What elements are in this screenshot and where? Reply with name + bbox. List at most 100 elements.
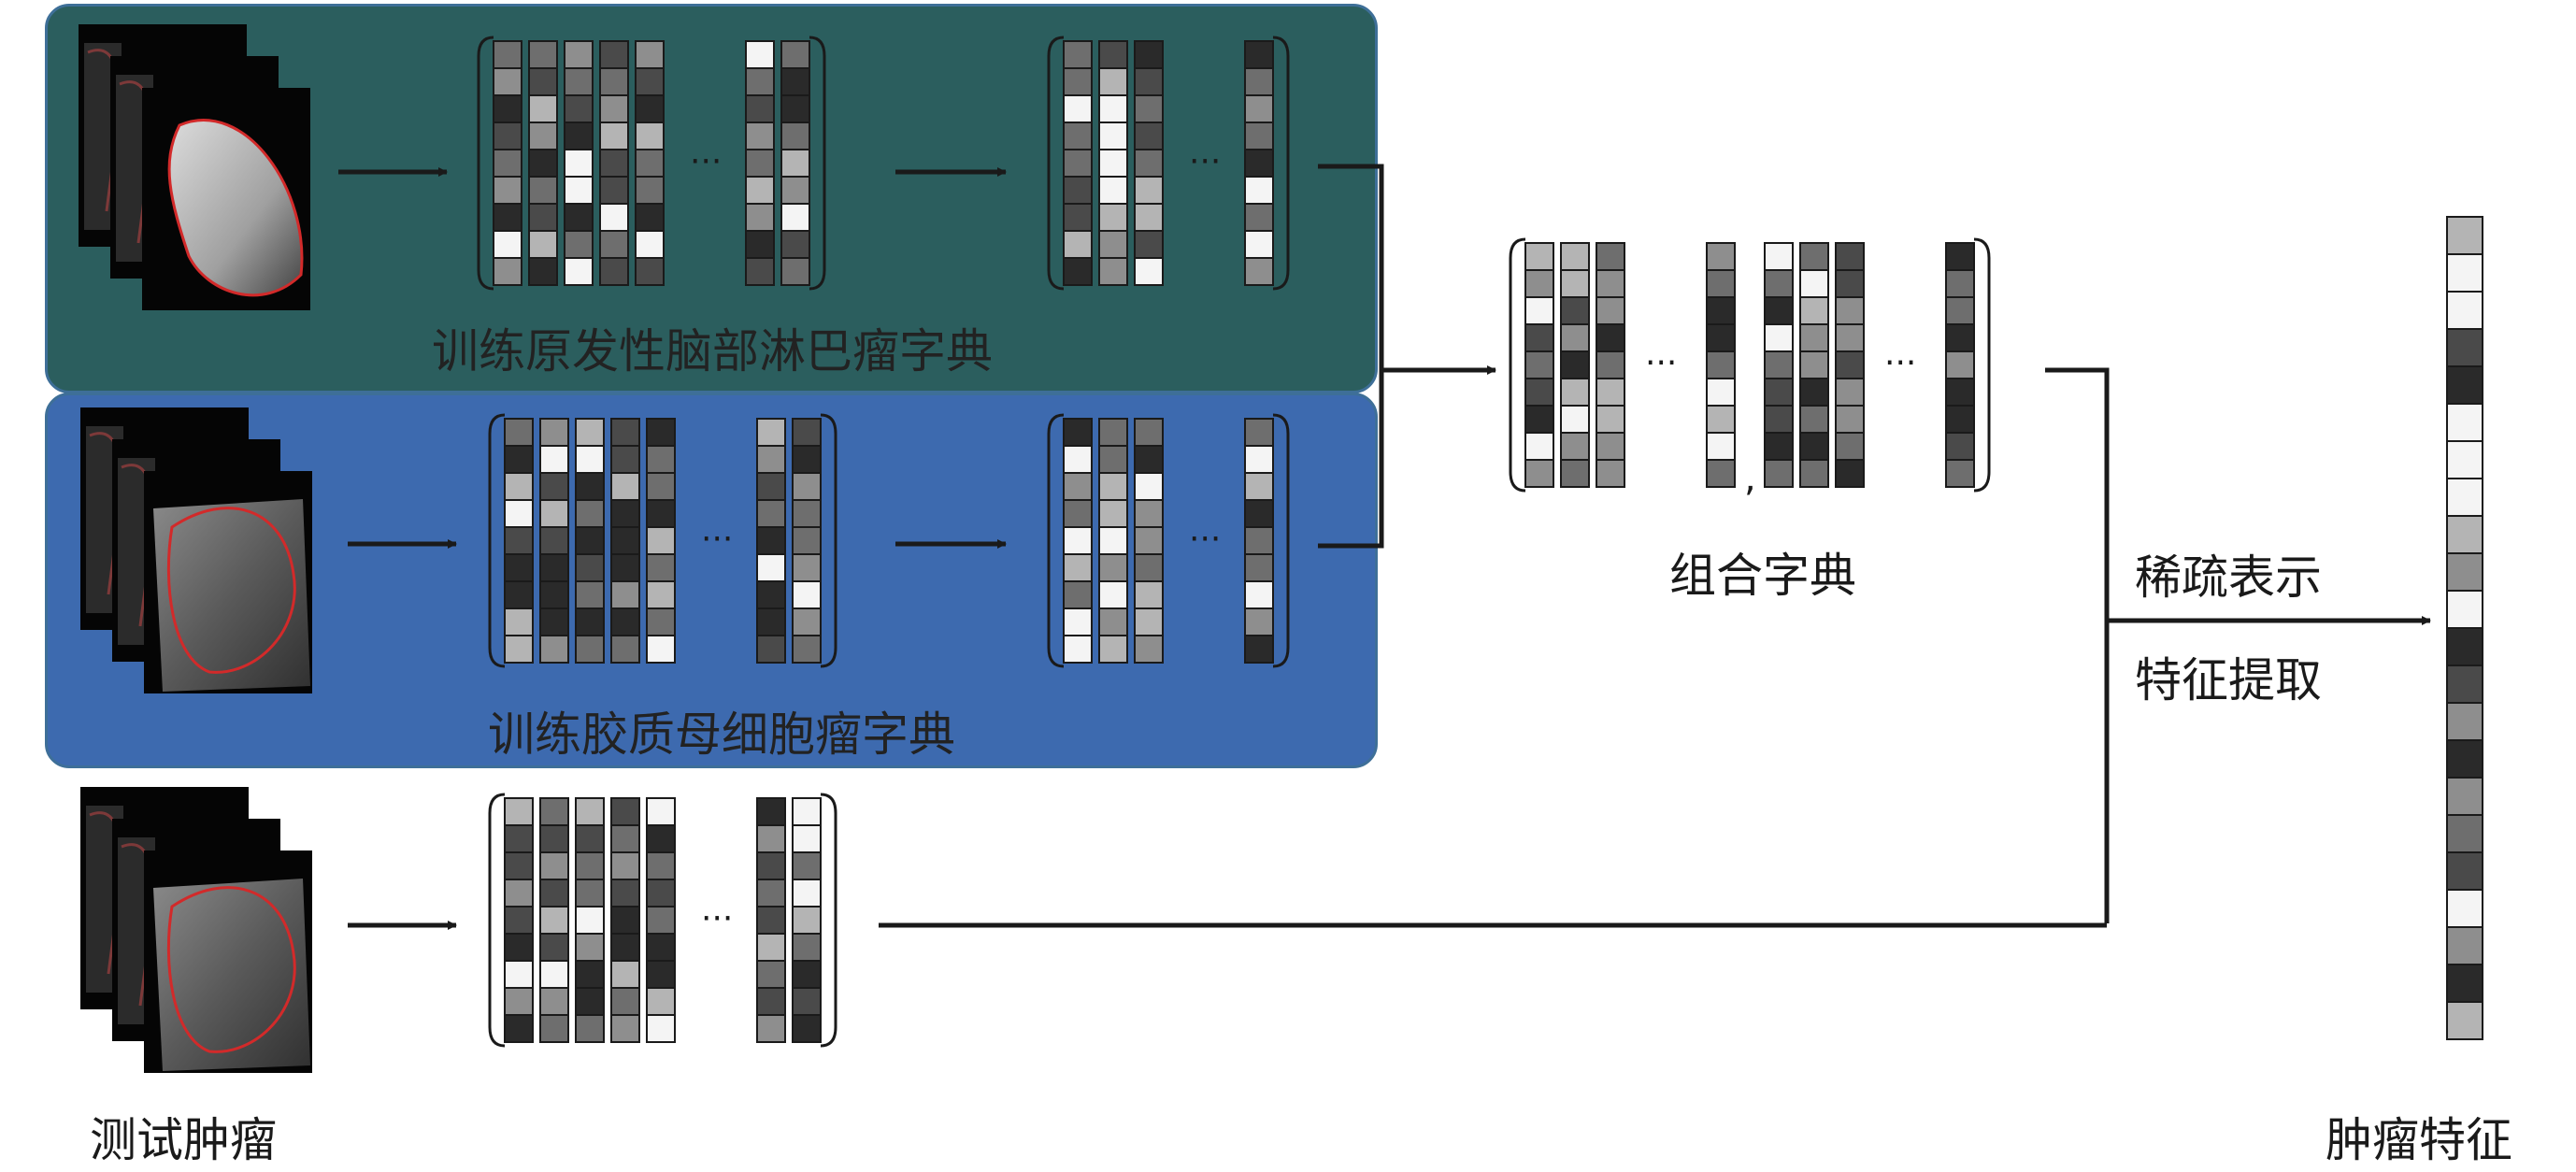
glioblastoma-dictionary-label: 训练胶质母细胞瘤字典 [488,707,955,762]
ellipsis: ··· [701,521,733,559]
vector-column [792,418,822,664]
vector-cell [745,257,775,286]
vector-cell [1706,296,1736,325]
vector-cell [610,607,640,636]
vector-cell [792,472,822,501]
vector-cell [564,230,594,259]
vector-cell [792,933,822,962]
vector-cell [1945,242,1975,271]
vector-cell [1098,203,1128,232]
vector-cell [756,526,786,555]
vector-cell [756,418,786,447]
vector-cell [1524,269,1554,298]
vector-cell [504,526,534,555]
vector-cell [1244,607,1274,636]
vector-cell [504,418,534,447]
vector-cell [792,797,822,826]
dictionary-matrices: ··················,··· [477,36,2483,1048]
connector-lines [338,164,2431,930]
vector-cell [539,906,569,935]
vector-column [756,418,786,664]
vector-cell [780,230,810,259]
vector-cell [635,203,665,232]
vector-cell [504,445,534,474]
vector-cell [575,445,605,474]
vector-cell [1134,94,1164,123]
vector-cell [504,797,534,826]
vector-cell [539,933,569,962]
vector-cell [792,499,822,528]
vector-cell [1596,405,1625,434]
vector-cell [1560,405,1590,434]
vector-cell [1524,459,1554,488]
vector-cell [756,472,786,501]
vector-cell [1706,432,1736,461]
vector-cell [599,203,629,232]
vector-cell [1764,296,1794,325]
right-bracket [1272,36,1290,291]
vector-cell [1799,459,1829,488]
vector-cell [1063,94,1093,123]
vector-cell [1134,230,1164,259]
vector-cell [528,149,558,178]
vector-cell [1063,445,1093,474]
vector-column [528,40,558,286]
vector-cell [756,987,786,1016]
vector-cell [1134,40,1164,69]
vector-cell [2446,253,2483,293]
vector-cell [1063,67,1093,96]
vector-cell [1835,242,1865,271]
vector-cell [493,40,522,69]
vector-column [539,418,569,664]
vector-cell [564,257,594,286]
vector-cell [539,1014,569,1043]
vector-cell [575,553,605,582]
vector-cell [504,987,534,1016]
vector-cell [1524,350,1554,379]
tumor-outline [166,507,296,674]
vector-cell [539,607,569,636]
vector-cell [2446,851,2483,891]
vector-cell [599,257,629,286]
vector-cell [1098,176,1128,205]
vector-cell [575,526,605,555]
vector-cell [792,1014,822,1043]
vector-cell [745,121,775,150]
vector-cell [564,67,594,96]
vector-cell [539,797,569,826]
vector-cell [1764,323,1794,352]
vector-cell [1244,257,1274,286]
vector-cell [780,176,810,205]
vector-cell [1134,176,1164,205]
vector-cell [2446,964,2483,1003]
vector-cell [2446,478,2483,517]
vector-cell [1063,203,1093,232]
vector-cell [2446,365,2483,405]
vector-cell [1706,323,1736,352]
sparse-representation-label: 稀疏表示 [2135,550,2322,605]
vector-cell [792,635,822,664]
vector-cell [1764,378,1794,407]
vector-column [610,418,640,664]
vector-cell [610,879,640,908]
vector-cell [493,176,522,205]
vector-cell [575,906,605,935]
vector-cell [575,607,605,636]
vector-column [2446,216,2483,1040]
left-bracket [477,36,494,291]
pcnsl-dictionary-label: 训练原发性脑部淋巴瘤字典 [432,324,993,379]
vector-cell [1835,378,1865,407]
left-bracket [488,793,506,1048]
vector-column [1945,242,1975,488]
vector-cell [539,445,569,474]
vector-cell [2446,777,2483,816]
vector-cell [599,149,629,178]
vector-cell [1134,203,1164,232]
vector-column [1098,40,1128,286]
vector-cell [646,1014,676,1043]
ellipsis: ··· [690,143,722,181]
vector-cell [610,797,640,826]
vector-cell [2446,627,2483,666]
vector-cell [599,230,629,259]
vector-cell [564,121,594,150]
